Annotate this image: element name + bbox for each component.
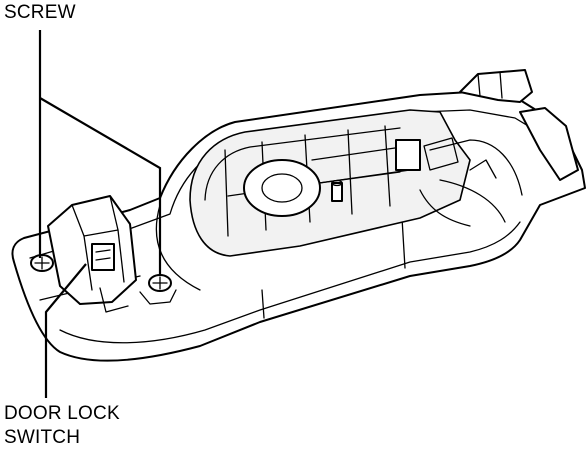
screw-leader-lines xyxy=(38,30,162,276)
door-lock-switch-label-line1: DOOR LOCK xyxy=(4,403,120,424)
door-lock-switch-label-line2: SWITCH xyxy=(4,427,81,448)
door-lock-switch xyxy=(47,195,177,313)
handle-pocket xyxy=(189,109,471,257)
screw-left xyxy=(30,254,54,272)
screw-label: SCREW xyxy=(4,2,76,23)
screw-right xyxy=(148,274,172,292)
door-lock-switch-leader-line xyxy=(44,263,87,398)
rear-latch-mechanism xyxy=(419,69,579,227)
